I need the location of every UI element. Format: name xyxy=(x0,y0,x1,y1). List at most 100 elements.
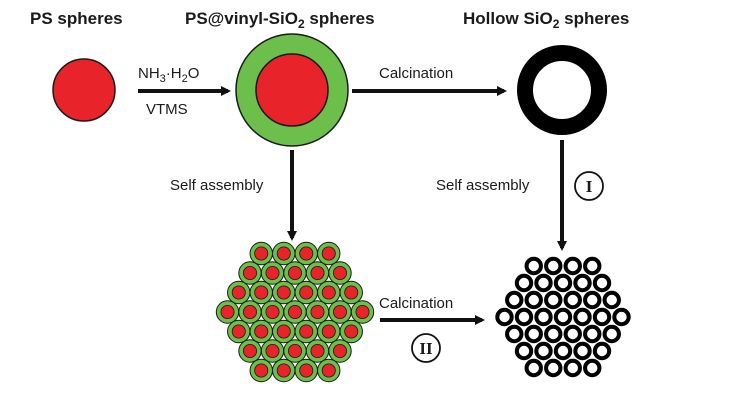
assembly-hollow-sphere xyxy=(524,358,543,378)
assembly-coated-sphere-core xyxy=(299,246,314,261)
assembly-coated-sphere-core xyxy=(276,363,291,378)
assembly-hollow-sphere xyxy=(583,290,602,310)
assembly-hollow-sphere xyxy=(534,273,553,293)
coated-sphere-hexagonal-assembly xyxy=(215,241,375,383)
title-coated-spheres: PS@vinyl-SiO2 spheres xyxy=(185,9,375,31)
assembly-coated-sphere-core xyxy=(276,285,291,300)
assembly-hollow-sphere xyxy=(592,341,612,361)
assembly-coated-sphere-core xyxy=(220,304,235,319)
assembly-coated-sphere-core xyxy=(299,363,314,378)
assembly-hollow-sphere xyxy=(602,290,621,310)
assembly-coated-sphere-core xyxy=(254,363,269,378)
assembly-coated-sphere-core xyxy=(321,363,336,378)
hollow-sphere-hexagonal-assembly xyxy=(495,256,631,378)
assembly-hollow-sphere xyxy=(514,273,534,293)
assembly-coated-sphere-core xyxy=(332,343,347,358)
assembly-hollow-sphere xyxy=(524,290,543,310)
assembly-hollow-sphere xyxy=(553,341,573,361)
assembly-coated-sphere-core xyxy=(321,324,336,339)
label-self-assembly-left: Self assembly xyxy=(170,177,264,194)
assembly-coated-sphere-core xyxy=(254,246,269,261)
assembly-coated-sphere-core xyxy=(242,265,257,280)
assembly-coated-sphere-core xyxy=(344,324,359,339)
assembly-hollow-sphere xyxy=(573,273,592,293)
assembly-coated-sphere-core xyxy=(276,246,291,261)
assembly-hollow-sphere xyxy=(495,307,514,327)
title-coated-suffix: spheres xyxy=(305,9,375,28)
assembly-coated-sphere-core xyxy=(276,324,291,339)
assembly-hollow-sphere xyxy=(563,256,582,276)
assembly-coated-sphere-core xyxy=(344,285,359,300)
assembly-coated-sphere-core xyxy=(321,246,336,261)
assembly-hollow-sphere xyxy=(602,324,621,344)
assembly-coated-sphere-core xyxy=(287,343,302,358)
title-ps-spheres: PS spheres xyxy=(30,9,123,28)
label-h2o-subscript: 2 xyxy=(182,73,188,85)
assembly-hollow-sphere xyxy=(573,307,592,327)
coated-sphere-core xyxy=(255,53,329,127)
assembly-hollow-sphere xyxy=(534,307,553,327)
assembly-coated-sphere-core xyxy=(321,285,336,300)
assembly-hollow-sphere xyxy=(573,341,592,361)
label-calcination-top: Calcination xyxy=(379,65,453,82)
assembly-coated-sphere-core xyxy=(299,324,314,339)
assembly-hollow-sphere xyxy=(612,307,631,327)
title-hollow-subscript: 2 xyxy=(553,17,560,31)
title-coated-subscript: 2 xyxy=(298,17,305,31)
assembly-coated-sphere-core xyxy=(299,285,314,300)
assembly-coated-sphere-core xyxy=(265,265,280,280)
title-hollow-spheres: Hollow SiO2 spheres xyxy=(463,9,629,31)
assembly-hollow-sphere xyxy=(592,273,612,293)
assembly-hollow-sphere xyxy=(583,256,602,276)
assembly-coated-sphere-core xyxy=(310,304,325,319)
assembly-hollow-sphere xyxy=(563,324,582,344)
assembly-coated-sphere-core xyxy=(254,324,269,339)
assembly-coated-sphere-core xyxy=(332,304,347,319)
assembly-coated-sphere-core xyxy=(231,285,246,300)
title-hollow-suffix: spheres xyxy=(559,9,629,28)
label-nh: NH xyxy=(138,65,160,82)
assembly-coated-sphere-core xyxy=(242,343,257,358)
assembly-coated-sphere-core xyxy=(355,304,370,319)
label-o: O xyxy=(188,65,200,82)
assembly-hollow-sphere xyxy=(505,324,524,344)
assembly-coated-sphere-core xyxy=(231,324,246,339)
assembly-hollow-sphere xyxy=(544,324,563,344)
assembly-hollow-sphere xyxy=(553,273,573,293)
assembly-hollow-sphere xyxy=(592,307,612,327)
assembly-coated-sphere-core xyxy=(287,304,302,319)
marker-route-one: I xyxy=(586,177,593,196)
label-nh3-subscript: 3 xyxy=(160,73,166,85)
assembly-hollow-sphere xyxy=(524,256,543,276)
label-self-assembly-right: Self assembly xyxy=(436,177,530,194)
assembly-hollow-sphere xyxy=(534,341,553,361)
assembly-coated-sphere-core xyxy=(265,343,280,358)
marker-route-two: II xyxy=(419,339,433,358)
marker-route-two-circle xyxy=(411,333,441,363)
assembly-hollow-sphere xyxy=(583,324,602,344)
assembly-hollow-sphere xyxy=(544,358,563,378)
ps-sphere xyxy=(52,58,116,122)
label-vtms: VTMS xyxy=(146,101,188,118)
assembly-hollow-sphere xyxy=(514,341,534,361)
assembly-hollow-sphere xyxy=(524,324,543,344)
assembly-hollow-sphere xyxy=(505,290,524,310)
assembly-hollow-sphere xyxy=(563,358,582,378)
assembly-coated-sphere-core xyxy=(265,304,280,319)
assembly-hollow-sphere xyxy=(583,358,602,378)
assembly-hollow-sphere xyxy=(563,290,582,310)
label-ammonia-water: NH3·H2O xyxy=(138,65,199,85)
title-coated-prefix: PS@vinyl-SiO xyxy=(185,9,298,28)
assembly-coated-sphere-core xyxy=(254,285,269,300)
label-dot-h: ·H xyxy=(166,65,182,82)
label-calcination-bottom: Calcination xyxy=(379,295,453,312)
hollow-sphere xyxy=(517,45,607,135)
assembly-hollow-sphere xyxy=(553,307,573,327)
assembly-coated-sphere-core xyxy=(310,265,325,280)
assembly-hollow-sphere xyxy=(544,256,563,276)
assembly-hollow-sphere xyxy=(544,290,563,310)
assembly-coated-sphere-core xyxy=(242,304,257,319)
marker-route-one-circle xyxy=(574,171,604,201)
title-hollow-prefix: Hollow SiO xyxy=(463,9,553,28)
